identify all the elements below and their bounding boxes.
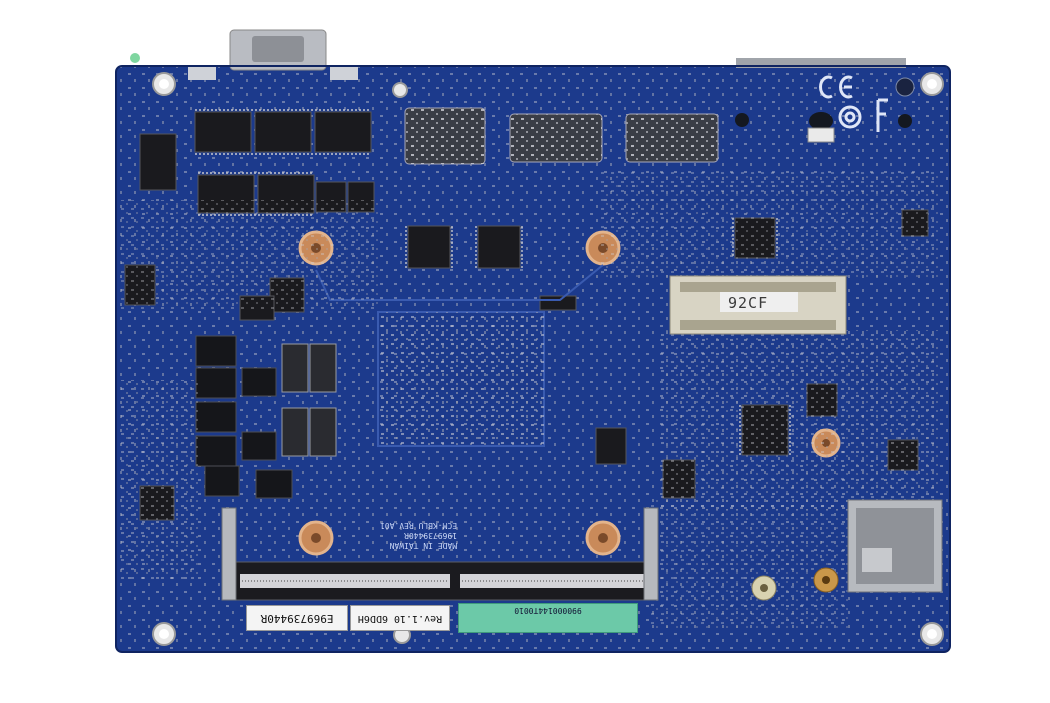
sd-card-socket xyxy=(847,499,943,593)
minipcie-slot xyxy=(669,275,847,335)
silk-pn: 1969739440R xyxy=(404,531,458,540)
silk-model: ECM-KBLU REV.A01 xyxy=(380,521,458,530)
silk-made: MADE IN TAIWAN xyxy=(389,541,458,550)
silkscreen-text: MADE IN TAIWAN 1969739440R ECM-KBLU REV.… xyxy=(380,520,457,550)
minipcie-sticker-text: 92CF xyxy=(728,294,769,312)
barcode-number: 990000144T0010 xyxy=(514,606,582,615)
revision-sticker: Rev.1.10 6DD6H xyxy=(350,605,450,631)
serial-sticker-left: E969739440R xyxy=(246,605,348,631)
ce-fcc-logos xyxy=(819,75,888,132)
power-inductors xyxy=(281,343,337,457)
power-mosfets xyxy=(195,335,293,499)
coax-connectors xyxy=(751,567,839,601)
sodimm-socket xyxy=(221,507,659,601)
barcode-sticker: 990000144T0010 xyxy=(458,603,638,633)
